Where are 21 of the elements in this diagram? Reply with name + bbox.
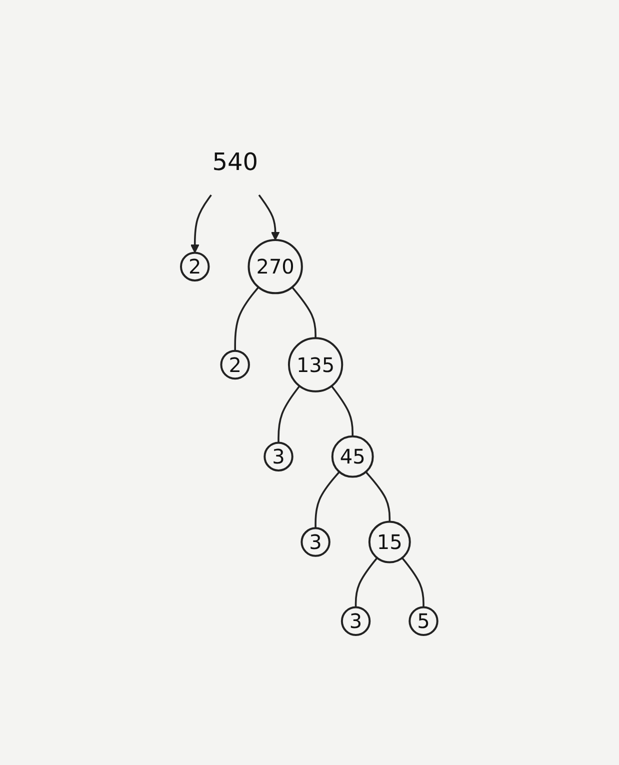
connector xyxy=(365,471,391,522)
node-circle: 5 xyxy=(408,606,439,636)
node-circle: 2 xyxy=(180,252,210,282)
connector xyxy=(355,557,378,608)
node-circle: 2 xyxy=(220,350,250,380)
node-circle: 3 xyxy=(301,527,331,557)
node-circle: 135 xyxy=(288,337,344,392)
node-text: 540 xyxy=(212,148,258,176)
connector xyxy=(278,385,301,443)
connector xyxy=(402,557,425,608)
arrow xyxy=(190,194,212,254)
node-circle: 15 xyxy=(368,520,412,564)
connector xyxy=(234,286,260,351)
node-circle: 270 xyxy=(248,238,304,294)
connector xyxy=(292,286,317,338)
node-circle: 3 xyxy=(264,442,294,472)
arrow xyxy=(258,194,280,240)
node-circle: 45 xyxy=(332,435,374,478)
node-circle: 3 xyxy=(341,606,371,636)
connector xyxy=(314,471,340,528)
connector xyxy=(331,385,354,436)
